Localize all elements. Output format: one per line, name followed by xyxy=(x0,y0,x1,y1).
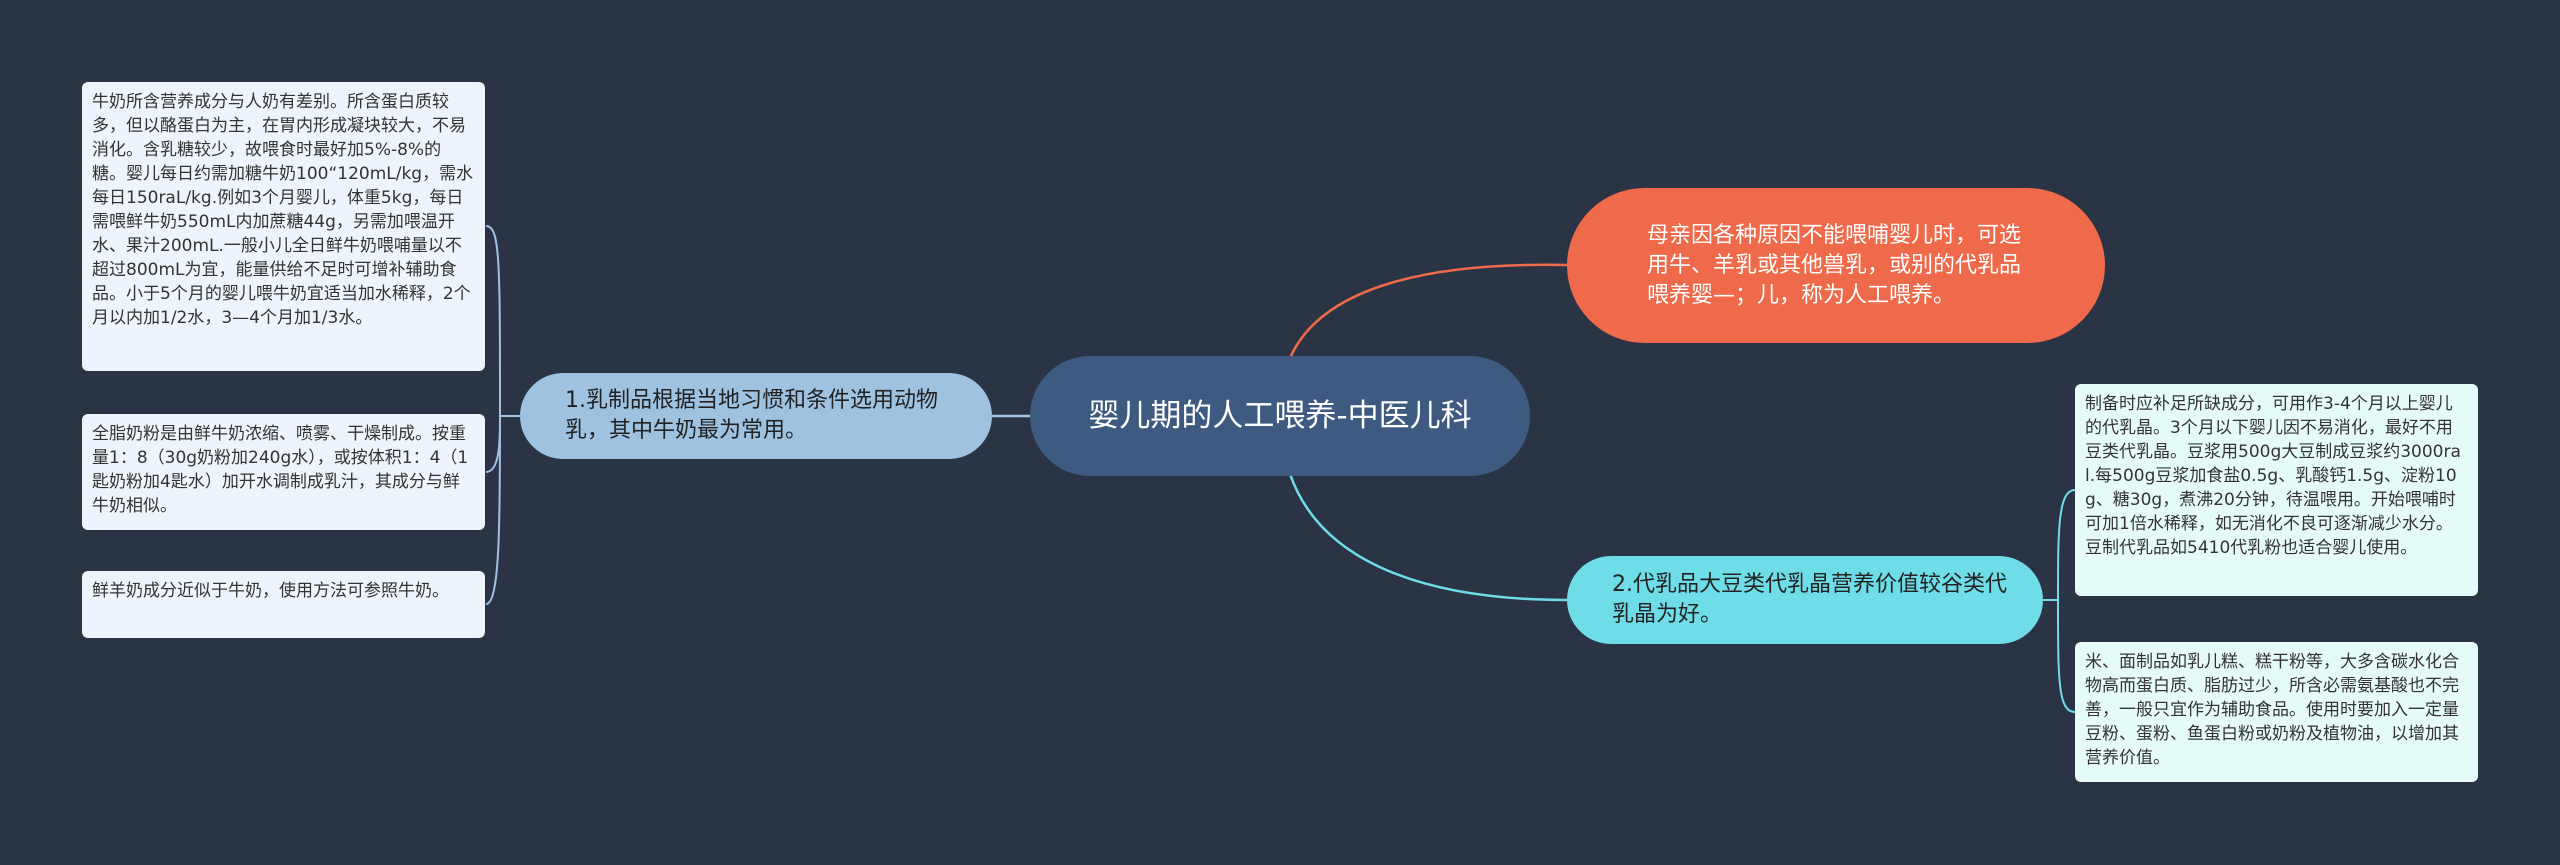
leaf-whole-milk-powder[interactable]: 全脂奶粉是由鲜牛奶浓缩、喷雾、干燥制成。按重量1：8（30g奶粉加240g水），… xyxy=(82,414,485,530)
branch-definition-label: 母亲因各种原因不能喂哺婴儿时，可选用牛、羊乳或其他兽乳，或别的代乳品喂养婴—；儿… xyxy=(1647,222,2022,308)
leaf-goat-milk[interactable]: 鲜羊奶成分近似于牛奶，使用方法可参照牛奶。 xyxy=(82,571,485,638)
leaf-goat-milk-text: 鲜羊奶成分近似于牛奶，使用方法可参照牛奶。 xyxy=(92,581,449,601)
leaf-whole-milk-powder-text: 全脂奶粉是由鲜牛奶浓缩、喷雾、干燥制成。按重量1：8（30g奶粉加240g水），… xyxy=(92,424,469,516)
branch-dairy-products[interactable]: 1.乳制品根据当地习惯和条件选用动物乳，其中牛奶最为常用。 xyxy=(520,373,992,459)
leaf-cow-milk-text: 牛奶所含营养成分与人奶有差别。所含蛋白质较多，但以酪蛋白为主，在胃内形成凝块较大… xyxy=(92,92,474,328)
branch-dairy-products-label: 1.乳制品根据当地习惯和条件选用动物乳，其中牛奶最为常用。 xyxy=(565,388,938,443)
link-root-right xyxy=(1288,473,1568,602)
link-root-top xyxy=(1288,263,1568,359)
leaf-cow-milk[interactable]: 牛奶所含营养成分与人奶有差别。所含蛋白质较多，但以酪蛋白为主，在胃内形成凝块较大… xyxy=(82,82,485,371)
root-topic[interactable]: 婴儿期的人工喂养-中医儿科 xyxy=(1030,356,1530,476)
root-topic-label: 婴儿期的人工喂养-中医儿科 xyxy=(1088,398,1472,434)
branch-definition[interactable]: 母亲因各种原因不能喂哺婴儿时，可选用牛、羊乳或其他兽乳，或别的代乳品喂养婴—；儿… xyxy=(1567,188,2105,343)
branch-milk-substitutes-label: 2.代乳品大豆类代乳晶营养价值较谷类代乳晶为好。 xyxy=(1612,572,2007,627)
leaf-grain-substitute[interactable]: 米、面制品如乳儿糕、糕干粉等，大多含碳水化合物高而蛋白质、脂肪过少，所含必需氨基… xyxy=(2075,642,2478,782)
link-right-leaves xyxy=(2043,489,2076,713)
branch-milk-substitutes[interactable]: 2.代乳品大豆类代乳晶营养价值较谷类代乳晶为好。 xyxy=(1567,556,2043,644)
leaf-soy-substitute-text: 制备时应补足所缺成分，可用作3-4个月以上婴儿的代乳晶。3个月以下婴儿因不易消化… xyxy=(2085,394,2461,558)
leaf-grain-substitute-text: 米、面制品如乳儿糕、糕干粉等，大多含碳水化合物高而蛋白质、脂肪过少，所含必需氨基… xyxy=(2085,652,2459,768)
link-left-leaves xyxy=(485,225,520,605)
leaf-soy-substitute[interactable]: 制备时应补足所缺成分，可用作3-4个月以上婴儿的代乳晶。3个月以下婴儿因不易消化… xyxy=(2075,384,2478,596)
